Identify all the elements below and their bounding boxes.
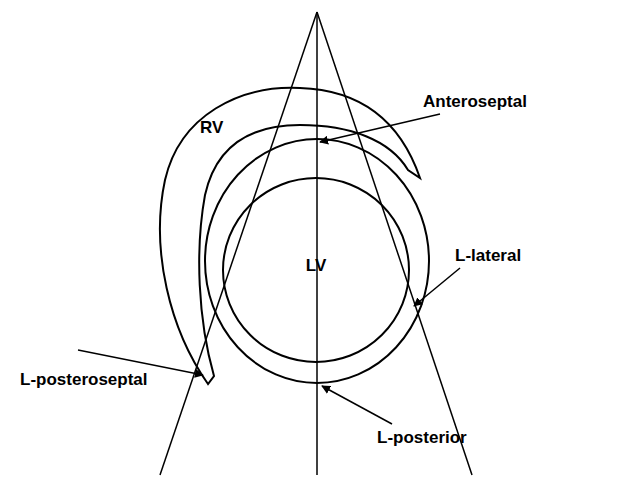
- beam-line: [316, 12, 318, 475]
- lv-cavity: LV: [222, 177, 410, 363]
- region-label: LV: [306, 256, 326, 276]
- region-callout: L-lateral: [455, 246, 521, 266]
- beam-line: [317, 12, 472, 475]
- beam-line: [160, 12, 317, 475]
- lv-inner-wall: [223, 178, 409, 362]
- region-outline: [150, 80, 440, 390]
- region-callout: L-posterior: [377, 428, 467, 448]
- rv-outline: [160, 88, 420, 384]
- region-label: RV: [200, 118, 223, 138]
- leader-arrow: [414, 268, 460, 306]
- lv-outer-wall: [205, 139, 429, 383]
- region-callout: L-posteroseptal: [20, 370, 148, 390]
- region-callout: Anteroseptal: [423, 92, 527, 112]
- leader-arrow: [322, 386, 392, 424]
- rv-region: RV: [150, 80, 440, 390]
